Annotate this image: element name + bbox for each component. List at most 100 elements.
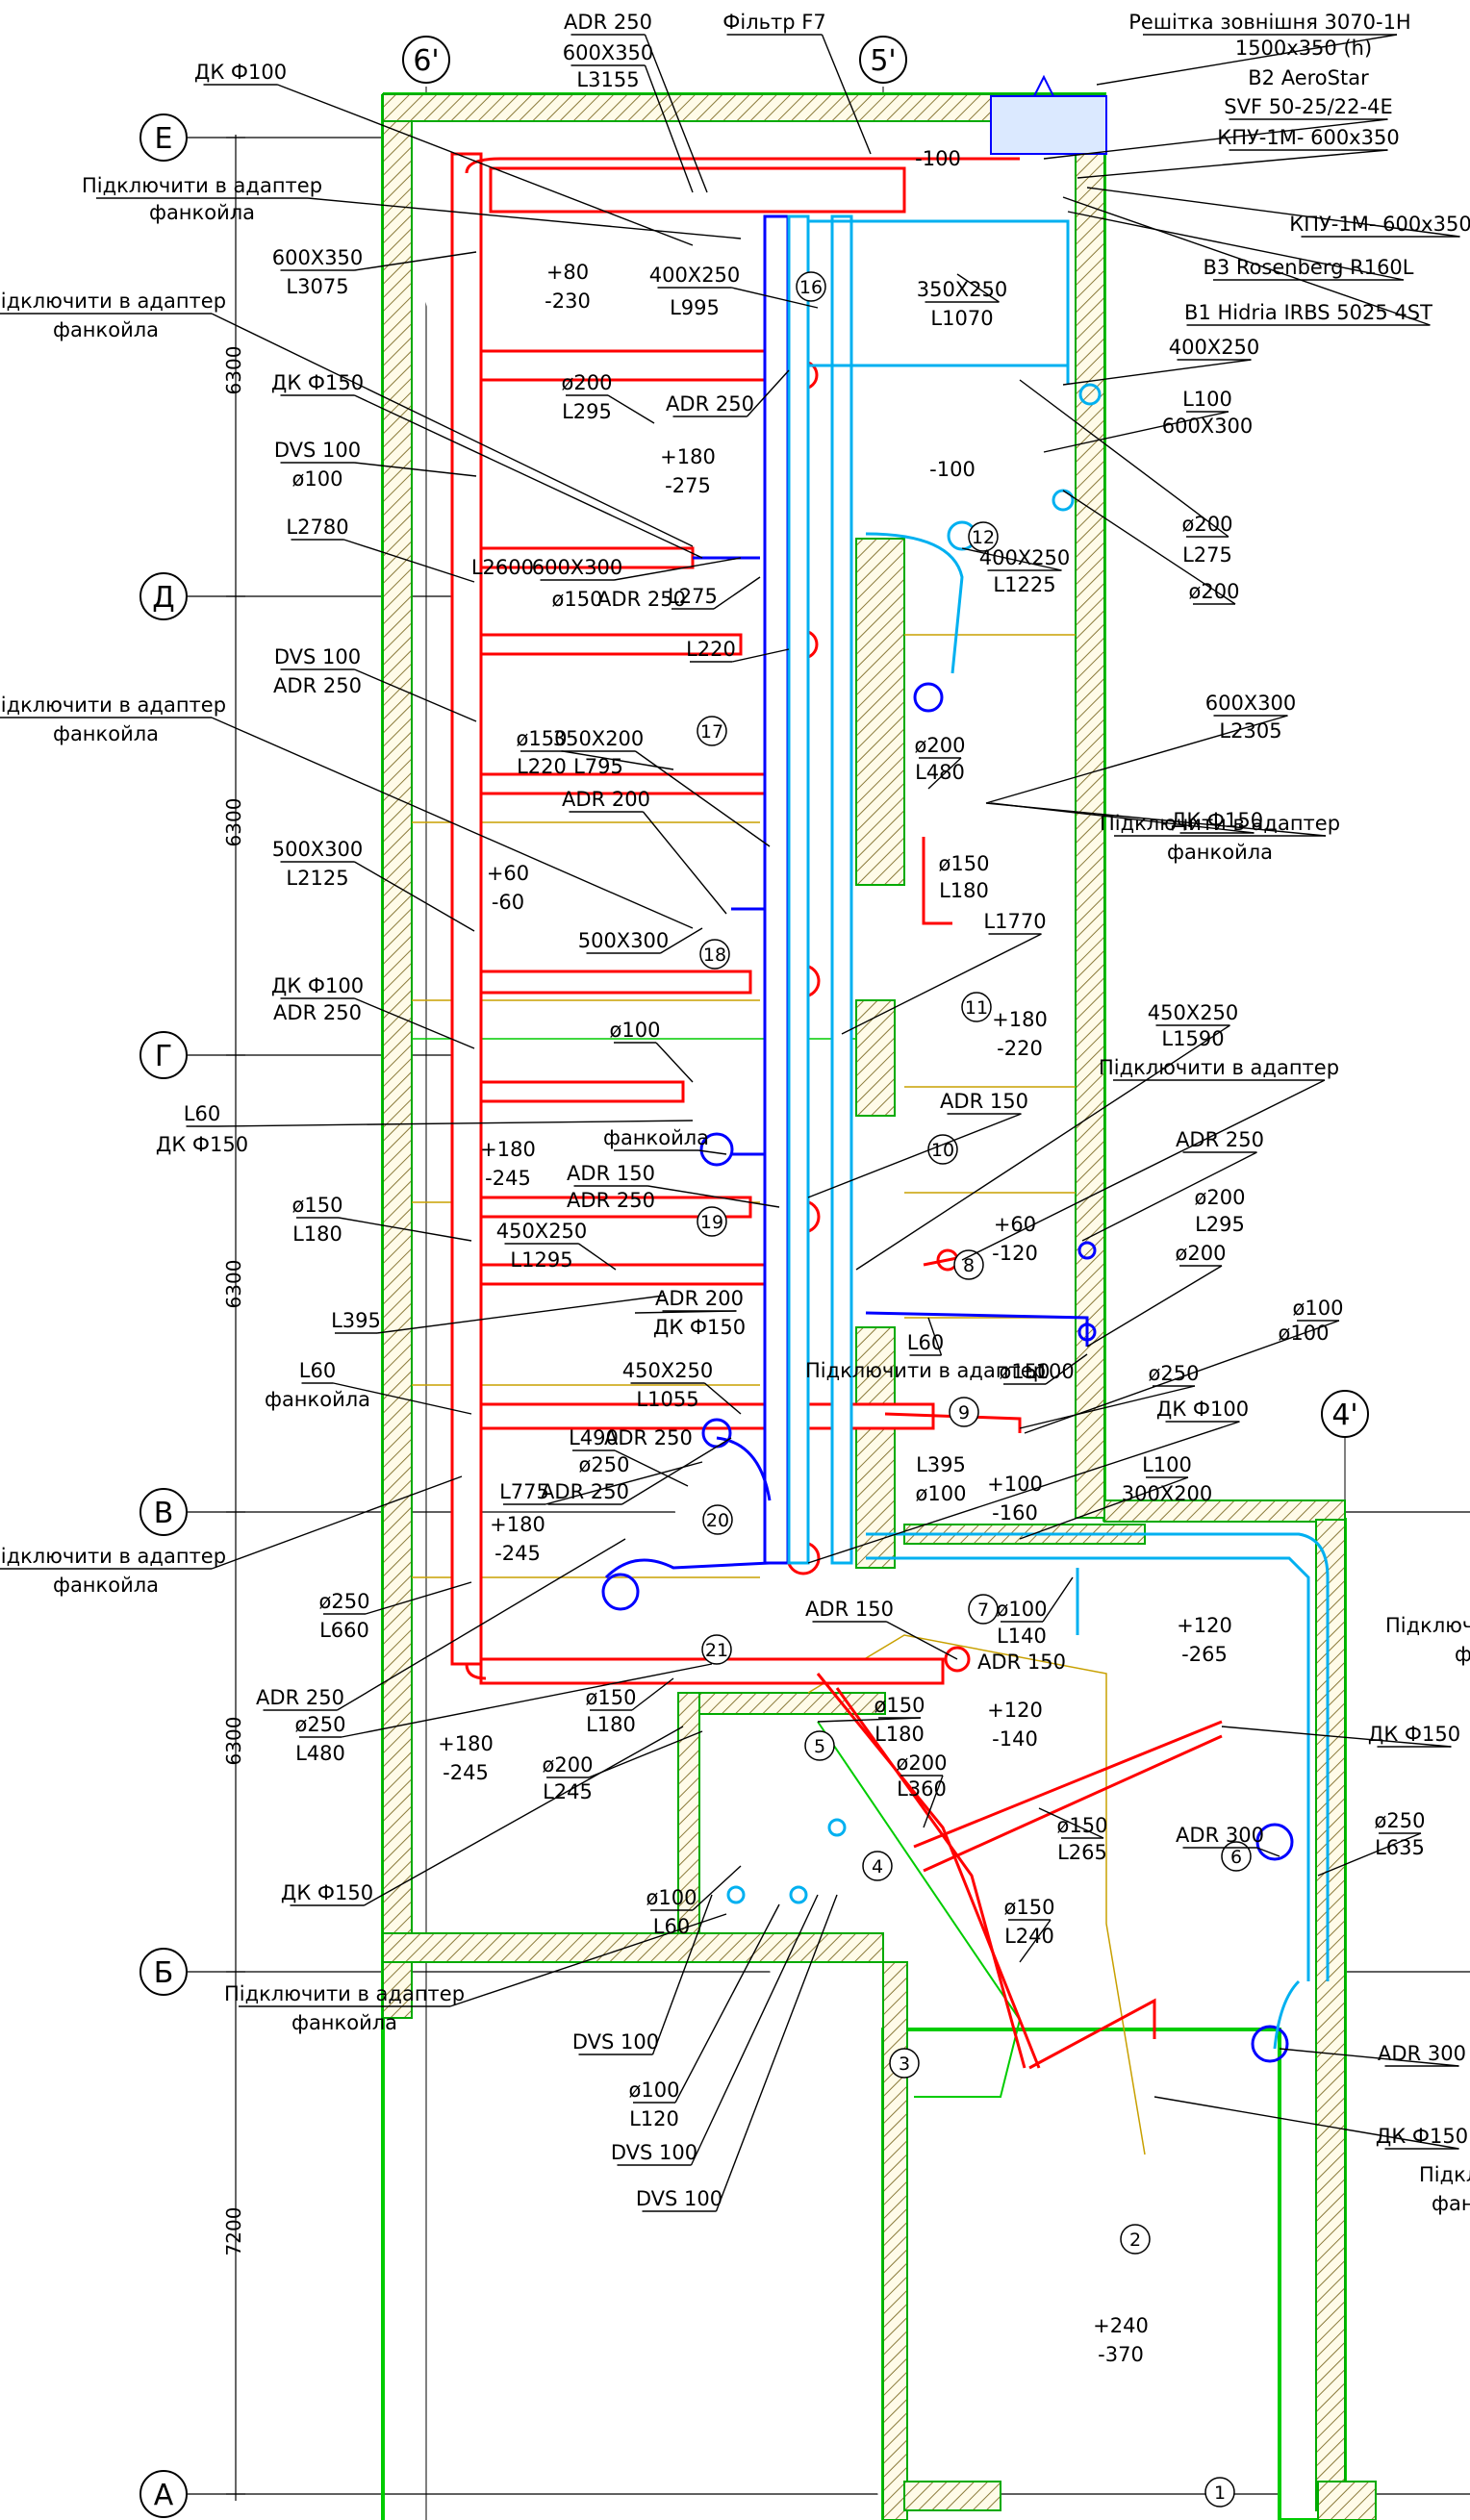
axis-markers: 6' 5' 4' Е Д Г В Б А (139, 36, 1369, 2518)
dimension-text: 6300 (222, 798, 245, 847)
callout-label: ADR 250 (273, 674, 362, 697)
callout-label: ADR 250 (1176, 1128, 1264, 1151)
callout-label: L60 (299, 1359, 336, 1382)
callout-label: L140 (997, 1625, 1047, 1648)
leader-line (631, 1677, 674, 1711)
room-number: 18 (703, 945, 726, 966)
callout-label: DVS 100 (274, 439, 361, 462)
leader-line (644, 34, 708, 193)
callout-label: L1225 (993, 573, 1055, 596)
leader-line (217, 1120, 694, 1127)
callout-label: фанкойла (53, 318, 159, 341)
callout-label: 400Х250 (1169, 336, 1260, 359)
leader-line (364, 1726, 684, 1906)
leader-line (1045, 1353, 1088, 1385)
leader-line (713, 576, 761, 610)
callout-label: ДК Ф100 (1156, 1398, 1249, 1421)
callout-label: фанкойла (291, 2011, 397, 2034)
level-mark: -100 (915, 147, 961, 170)
callout-label: ADR 250 (597, 588, 686, 611)
level-mark: -220 (997, 1037, 1043, 1060)
callout-label: ДК Ф100 (271, 974, 364, 997)
callout-label: КПУ-1М- 600х350 (1289, 213, 1470, 236)
leader-line (1019, 379, 1229, 538)
callout-label: ДК Ф100 (194, 61, 287, 84)
callout-label: L1770 (983, 910, 1046, 933)
leader-line (607, 394, 655, 424)
axis-label-d: Д (152, 581, 174, 615)
callout-label: фанкойла (53, 722, 159, 745)
callout-label: L180 (874, 1723, 925, 1746)
level-mark: +180 (992, 1008, 1048, 1031)
callout-label: 600Х300 (1205, 692, 1297, 715)
callout-label: фанкойла (1167, 841, 1273, 864)
leader-line (990, 802, 1255, 834)
callout-label: L395 (331, 1309, 381, 1332)
leader-line (674, 1903, 780, 2104)
callout-label: ø250 (1149, 1362, 1200, 1385)
callout-label: 450Х250 (496, 1220, 588, 1243)
leader-line (841, 933, 1042, 1035)
callout-label: L60 (184, 1102, 220, 1125)
leader-line (655, 1042, 694, 1083)
callout-label: ADR 150 (977, 1651, 1066, 1674)
callout-label: Підключити в адаптер (0, 693, 226, 717)
leader-line (715, 1894, 838, 2212)
leader-line (731, 287, 819, 309)
level-mark: +120 (987, 1699, 1043, 1722)
room-number: 7 (977, 1600, 989, 1621)
callout-label: L275 (668, 585, 718, 608)
room-number: 5 (814, 1736, 825, 1757)
callout-label: L795 (573, 755, 623, 778)
room-bubble (701, 1634, 732, 1665)
callout-label: фанкойла (53, 1574, 159, 1597)
callout-label: ø150 (1000, 1360, 1051, 1383)
leader-line (365, 1581, 472, 1615)
callout-label: 500Х300 (578, 929, 670, 952)
leader-line (338, 1217, 472, 1242)
leader-line (1086, 187, 1460, 238)
level-mark: -230 (545, 290, 591, 313)
room-bubble (949, 1397, 979, 1427)
leader-line (1067, 211, 1405, 281)
callout-label: 450Х250 (622, 1359, 714, 1382)
leader-line (927, 757, 962, 790)
callout-label: L60 (907, 1331, 944, 1354)
callout-label: L480 (295, 1742, 345, 1765)
leader-line (545, 1461, 703, 1505)
leader-line (343, 539, 475, 583)
leader-line (1062, 196, 1431, 326)
level-mark: -120 (992, 1242, 1038, 1265)
leader-line (341, 1663, 713, 1738)
callout-label: ø250 (319, 1590, 370, 1613)
leader-line (1096, 34, 1398, 86)
leader-line (956, 273, 1000, 303)
callout-label: ДК Ф150 (271, 371, 364, 394)
callout-label: ø150 (1057, 1814, 1108, 1837)
leader-line (614, 557, 742, 581)
callout-label: ADR 250 (564, 11, 652, 34)
callout-label: ø150 (939, 852, 990, 875)
leader-line (588, 1730, 703, 1778)
callout-label: L120 (629, 2107, 679, 2130)
callout-label: фанкойла (149, 201, 255, 224)
floor-levels: +80-230-100+180-275-100+60-60+180-220+18… (438, 147, 1232, 2366)
leader-line (1153, 2096, 1459, 2150)
callout-label: Підключити в адаптер (805, 1359, 1046, 1382)
leader-line (927, 1317, 943, 1356)
leader-line (354, 668, 477, 722)
callout-label: L635 (1375, 1836, 1425, 1859)
room-bubble (804, 1730, 835, 1761)
leader-line (807, 1113, 1022, 1198)
leader-line (354, 997, 475, 1049)
callout-label: ø100 (610, 1019, 661, 1042)
leader-line (821, 34, 872, 155)
level-mark: +100 (987, 1473, 1043, 1496)
axis-label-5: 5' (870, 44, 896, 78)
axis-label-6: 6' (413, 44, 439, 78)
room-number: 16 (799, 277, 823, 298)
leader-line (562, 750, 674, 770)
room-number: 20 (706, 1510, 729, 1531)
callout-label: В2 AeroStar (1248, 66, 1369, 89)
callout-label: ДК Ф150 (653, 1316, 746, 1339)
